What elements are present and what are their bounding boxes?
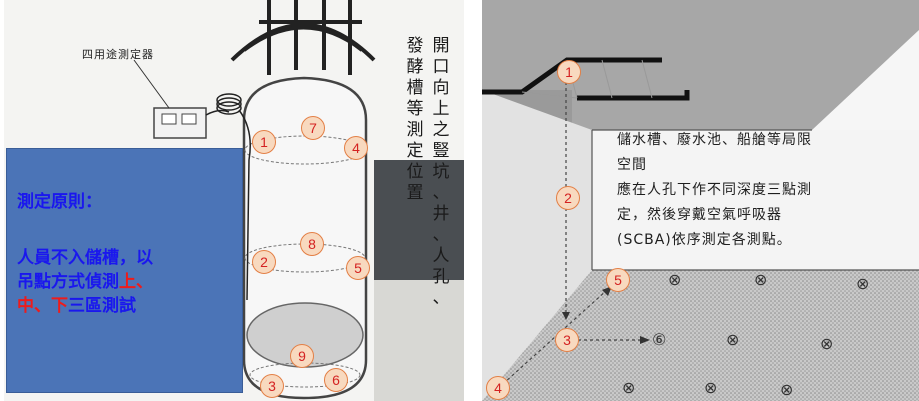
measure-marker: ⊗: [668, 270, 682, 289]
point-badge-2: 2: [252, 250, 276, 274]
point-badge-4: 4: [486, 376, 510, 400]
confined-space-description: 儲水槽、廢水池、船艙等局限 空間 應在人孔下作不同深度三點測 定，然後穿戴空氣呼…: [617, 132, 812, 248]
point-badge-5: 5: [346, 256, 370, 280]
caption-column-2: 開口向上之豎坑、井、人孔、: [432, 36, 450, 308]
caption-column-1: 發酵槽等測定位置: [406, 36, 424, 203]
point-badge-7: 7: [301, 116, 325, 140]
point-badge-1: 1: [557, 60, 581, 84]
point-badge-6: 6: [324, 368, 348, 392]
point-badge-3: 3: [555, 328, 579, 352]
measure-marker: ⊗: [622, 378, 636, 397]
measurement-principle-box: 測定原則： 人員不入儲槽，以 吊點方式偵測上、 中、下三區測試: [6, 148, 243, 393]
point-badge-5: 5: [606, 268, 630, 292]
measure-marker: ⊗: [704, 378, 718, 397]
left-panel: 四用途測定器 發酵槽等測定位置 開口向上之豎坑、井、人孔、 測定原則： 人員不入…: [4, 0, 464, 401]
measure-marker: ⊗: [754, 270, 768, 289]
point-6-label: ⑥: [652, 330, 667, 349]
measure-marker: ⊗: [780, 380, 794, 399]
measure-marker: ⊗: [820, 334, 834, 353]
right-panel: 儲水槽、廢水池、船艙等局限 空間 應在人孔下作不同深度三點測 定，然後穿戴空氣呼…: [482, 0, 919, 401]
measure-marker: ⊗: [856, 274, 870, 293]
confined-space-illustration: [482, 0, 919, 401]
measure-marker: ⊗: [726, 330, 740, 349]
point-badge-8: 8: [300, 232, 324, 256]
point-badge-9: 9: [290, 344, 314, 368]
principle-body: 人員不入儲槽，以 吊點方式偵測上、 中、下三區測試: [17, 248, 153, 316]
point-badge-1: 1: [252, 130, 276, 154]
point-badge-3: 3: [260, 374, 284, 398]
principle-title: 測定原則：: [17, 192, 102, 212]
point-badge-2: 2: [556, 186, 580, 210]
device-label: 四用途測定器: [82, 48, 154, 61]
point-badge-4: 4: [344, 136, 368, 160]
